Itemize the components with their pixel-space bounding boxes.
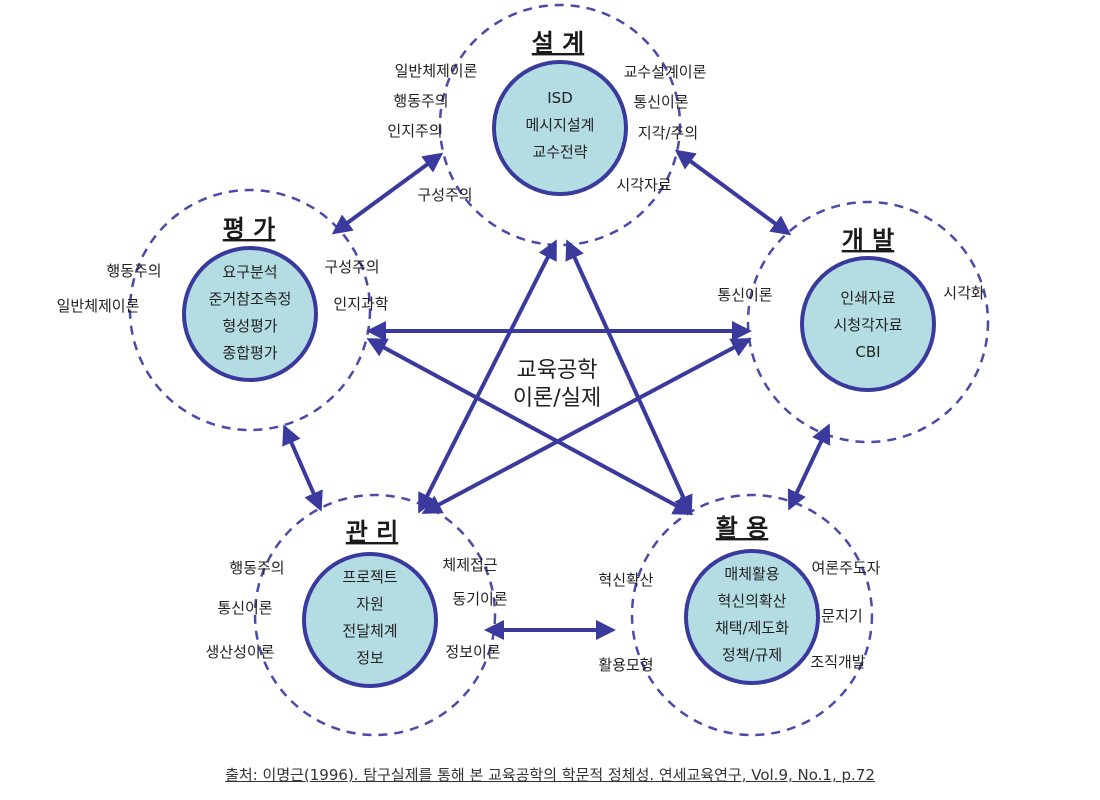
design-inner-circle bbox=[492, 60, 628, 196]
evaluation-inner-item: 준거참조측정 bbox=[209, 290, 292, 308]
utilization-left-label: 활용모형 bbox=[598, 656, 653, 674]
node-development: 개 발 인쇄자료 시청각자료 CBI 통신이론 시각화 bbox=[717, 226, 984, 361]
management-title: 관 리 bbox=[346, 518, 399, 546]
utilization-right-label: 조직개발 bbox=[810, 653, 865, 671]
center-line-1: 교육공학 bbox=[517, 358, 598, 383]
development-left-label: 통신이론 bbox=[717, 286, 772, 304]
design-left-label: 일반체제이론 bbox=[395, 62, 478, 80]
design-title: 설 계 bbox=[532, 29, 585, 57]
management-inner-circle bbox=[302, 552, 438, 688]
utilization-inner-item: 혁신의확산 bbox=[717, 592, 786, 610]
management-left-label: 생산성이론 bbox=[205, 643, 274, 661]
management-right-label: 정보이론 bbox=[445, 643, 500, 661]
management-right-label: 동기이론 bbox=[452, 590, 507, 608]
design-right-label: 교수설계이론 bbox=[624, 63, 707, 81]
evaluation-title: 평 가 bbox=[223, 215, 276, 243]
source-citation: 출처: 이명근(1996). 탐구실제를 통해 본 교육공학의 학문적 정체성.… bbox=[225, 766, 875, 784]
evaluation-right-label: 인지과학 bbox=[333, 295, 388, 313]
evaluation-inner-item: 요구분석 bbox=[222, 263, 277, 281]
management-inner-item: 전달체계 bbox=[342, 622, 397, 640]
management-left-label: 행동주의 bbox=[229, 559, 284, 577]
evaluation-right-label: 구성주의 bbox=[324, 258, 379, 276]
utilization-right-label: 여론주도자 bbox=[811, 559, 880, 577]
design-outer-circle bbox=[438, 3, 682, 247]
evaluation-inner-item: 형성평가 bbox=[222, 317, 277, 335]
arrow-evaluation-management bbox=[282, 424, 323, 512]
utilization-inner-circle bbox=[684, 549, 820, 685]
design-inner-item: ISD bbox=[547, 89, 573, 107]
evaluation-left-label: 행동주의 bbox=[106, 262, 161, 280]
utilization-right-label: 문지기 bbox=[821, 607, 862, 625]
development-inner-item: CBI bbox=[855, 343, 880, 361]
utilization-outer-circle bbox=[630, 493, 874, 737]
evaluation-inner-circle bbox=[182, 246, 318, 382]
center-line-2: 이론/실제 bbox=[513, 386, 601, 411]
management-inner-item: 자원 bbox=[356, 595, 384, 613]
design-left-label: 행동주의 bbox=[393, 92, 448, 110]
design-left-label: 구성주의 bbox=[417, 186, 472, 204]
node-evaluation: 평 가 요구분석 준거참조측정 형성평가 종합평가 행동주의 일반체제이론 구성… bbox=[57, 215, 389, 362]
design-inner-item: 교수전략 bbox=[532, 143, 587, 161]
evaluation-left-label: 일반체제이론 bbox=[57, 297, 140, 315]
development-right-label: 시각화 bbox=[943, 284, 985, 302]
arrow-design-evaluation bbox=[331, 152, 444, 235]
management-left-label: 통신이론 bbox=[217, 599, 272, 617]
development-inner-item: 시청각자료 bbox=[833, 316, 902, 334]
management-right-label: 체제접근 bbox=[442, 556, 497, 574]
inner-circles bbox=[182, 60, 936, 688]
design-left-label: 인지주의 bbox=[387, 122, 442, 140]
management-inner-item: 프로젝트 bbox=[342, 568, 397, 586]
center-label: 교육공학 이론/실제 bbox=[513, 358, 601, 411]
design-right-label: 통신이론 bbox=[633, 93, 688, 111]
development-inner-item: 인쇄자료 bbox=[840, 289, 895, 307]
node-utilization: 활 용 매체활용 혁신의확산 채택/제도화 정책/규제 혁신확산 활용모형 여론… bbox=[598, 514, 880, 674]
utilization-inner-item: 채택/제도화 bbox=[715, 619, 789, 637]
management-inner-item: 정보 bbox=[356, 649, 384, 667]
development-inner-circle bbox=[800, 256, 936, 392]
utilization-left-label: 혁신확산 bbox=[598, 571, 653, 589]
node-design: 설 계 ISD 메시지설계 교수전략 일반체제이론 행동주의 인지주의 구성주의… bbox=[387, 29, 706, 204]
utilization-inner-item: 매체활용 bbox=[724, 565, 779, 583]
node-management: 관 리 프로젝트 자원 전달체계 정보 행동주의 통신이론 생산성이론 체제접근… bbox=[205, 518, 507, 667]
design-right-label: 지각/주의 bbox=[638, 124, 698, 142]
evaluation-outer-circle bbox=[128, 188, 372, 432]
evaluation-inner-item: 종합평가 bbox=[222, 344, 277, 362]
utilization-title: 활 용 bbox=[716, 514, 769, 542]
arrow-development-utilization bbox=[787, 423, 831, 511]
design-inner-item: 메시지설계 bbox=[525, 116, 594, 134]
design-right-label: 시각자료 bbox=[616, 176, 671, 194]
arrows bbox=[282, 149, 831, 640]
utilization-inner-item: 정책/규제 bbox=[722, 646, 782, 664]
arrow-design-development bbox=[674, 149, 792, 236]
arrow-development-management bbox=[421, 338, 752, 514]
development-title: 개 발 bbox=[842, 226, 895, 254]
